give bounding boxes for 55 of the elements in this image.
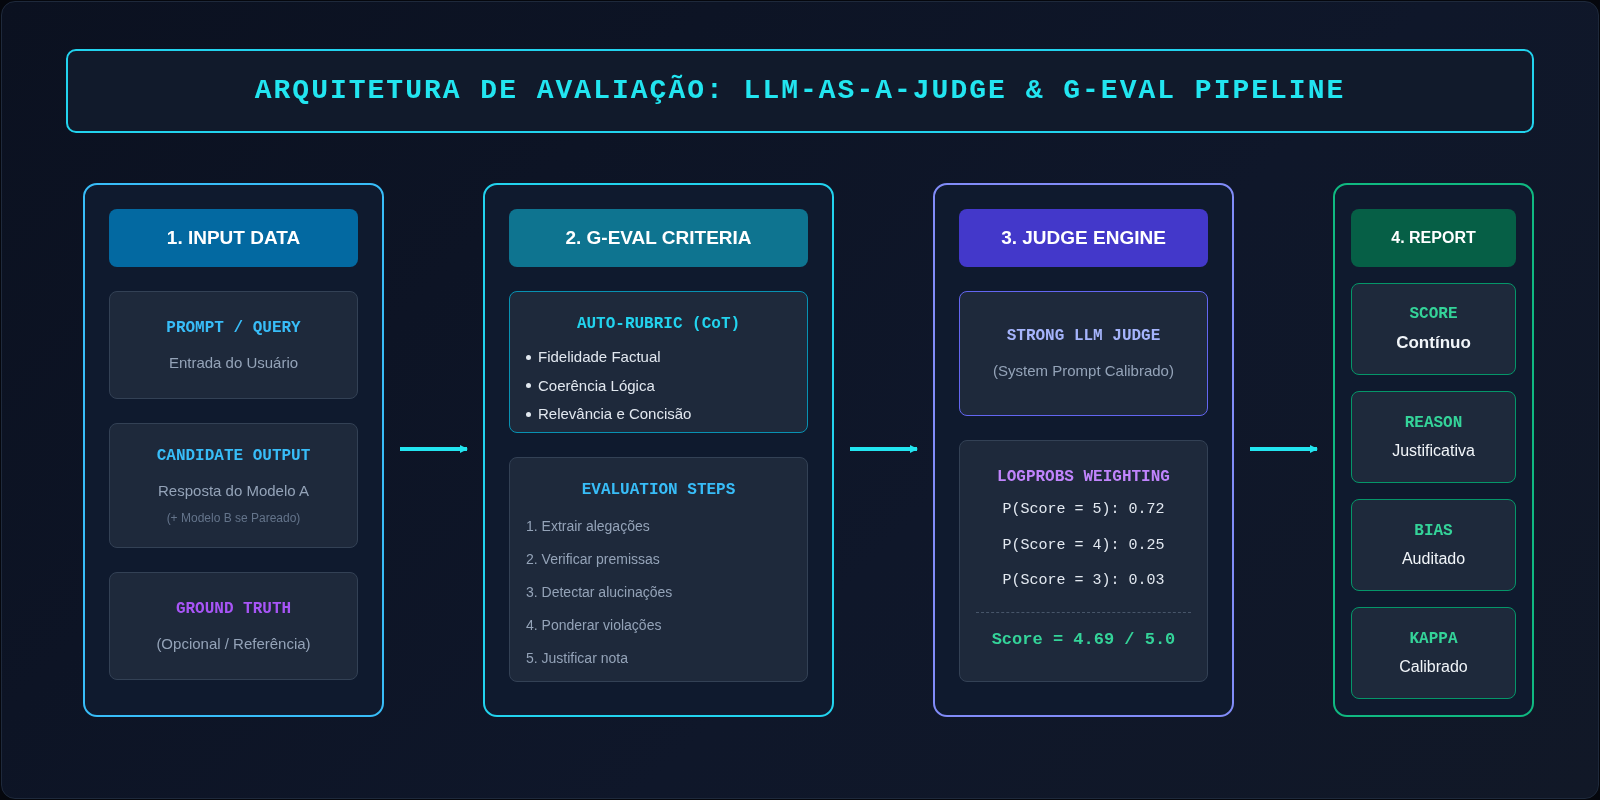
- info-card: [959, 291, 1208, 416]
- card-title: AUTO-RUBRIC (CoT): [576, 314, 741, 335]
- info-card: [109, 291, 358, 399]
- card-title: STRONG LLM JUDGE: [1006, 326, 1161, 348]
- card-title: KAPPA: [1409, 629, 1458, 650]
- bullet-item: Relevância e Concisão: [538, 404, 692, 424]
- probability-line: P(Score = 3): 0.03: [1002, 571, 1165, 591]
- card-value: Calibrado: [1399, 657, 1468, 677]
- card-text: (Opcional / Referência): [156, 633, 311, 654]
- arrow: [850, 445, 918, 453]
- probability-line: P(Score = 4): 0.25: [1002, 535, 1165, 556]
- info-card: [1351, 283, 1516, 375]
- bullet-item: Fidelidade Factual: [538, 347, 661, 367]
- stage-panel: [483, 183, 834, 717]
- arrow: [400, 445, 468, 453]
- card-value: Justificativa: [1392, 441, 1475, 461]
- card-title: LOGPROBS WEIGHTING: [997, 467, 1170, 488]
- info-card: [1351, 391, 1516, 483]
- card-title: BIAS: [1414, 521, 1453, 542]
- card-text: Entrada do Usuário: [168, 352, 299, 373]
- title-banner: ARQUITETURA DE AVALIAÇÃO: LLM-AS-A-JUDGE & G-EVAL PIPELINE: [66, 49, 1534, 133]
- step-item: 4. Ponderar violações: [526, 616, 662, 635]
- card-title: CANDIDATE OUTPUT: [156, 446, 311, 468]
- card-text: Resposta do Modelo A: [158, 481, 309, 502]
- info-card: [509, 291, 808, 433]
- card-title: PROMPT / QUERY: [166, 317, 301, 339]
- info-card: [109, 423, 358, 548]
- step-item: 1. Extrair alegações: [526, 517, 650, 536]
- step-item: 3. Detectar alucinações: [526, 583, 673, 602]
- card-title: EVALUATION STEPS: [581, 480, 736, 501]
- card-title: GROUND TRUTH: [175, 598, 292, 620]
- info-card: [509, 457, 808, 682]
- card-text: (System Prompt Calibrado): [993, 361, 1174, 382]
- stage-panel: [83, 183, 384, 717]
- card-title: SCORE: [1409, 304, 1458, 326]
- card-text: (+ Modelo B se Pareado): [166, 509, 301, 527]
- info-card: [1351, 499, 1516, 591]
- info-card: [959, 440, 1208, 682]
- stage-panel: [933, 183, 1234, 717]
- card-value: Auditado: [1401, 549, 1466, 569]
- stage-header: 4. REPORT: [1351, 209, 1516, 267]
- stage-header: 1. INPUT DATA: [109, 209, 358, 267]
- info-card: [109, 572, 358, 680]
- card-title: REASON: [1404, 413, 1463, 434]
- stage-panel: [1333, 183, 1534, 717]
- arrow: [1250, 445, 1318, 453]
- card-value: Contínuo: [1396, 332, 1471, 355]
- info-card: [1351, 607, 1516, 699]
- step-item: 2. Verificar premissas: [526, 550, 660, 569]
- probability-line: P(Score = 5): 0.72: [1002, 500, 1165, 520]
- stage-header: 2. G-EVAL CRITERIA: [509, 209, 808, 267]
- step-item: 5. Justificar nota: [526, 649, 628, 668]
- bullet-item: Coerência Lógica: [538, 375, 655, 396]
- stage-header: 3. JUDGE ENGINE: [959, 209, 1208, 267]
- score-result: Score = 4.69 / 5.0: [991, 628, 1176, 651]
